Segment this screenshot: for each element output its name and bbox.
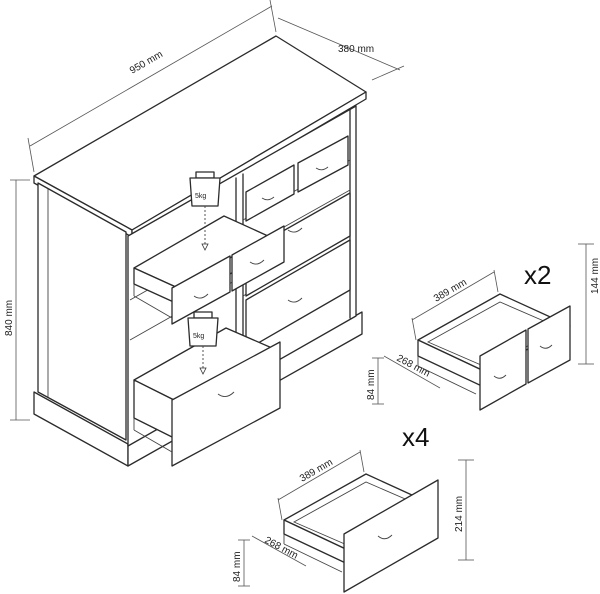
large-drawer-width-label: 389 mm xyxy=(298,457,335,485)
small-drawer-quantity: x2 xyxy=(524,260,551,290)
small-drawer-width-label: 389 mm xyxy=(432,277,469,305)
cabinet-width-label: 950 mm xyxy=(128,49,165,77)
weight-tag-bottom: 5kg xyxy=(187,311,219,375)
large-drawer-illustration: x4 389 mm 214 mm 268 mm 84 mm xyxy=(232,422,474,593)
cabinet-height-dimension: 840 mm xyxy=(4,179,30,421)
weight-label-top: 5kg xyxy=(195,193,206,200)
weight-tag-top: 5kg xyxy=(189,171,221,251)
small-drawer-height-label: 144 mm xyxy=(590,258,600,294)
cabinet-depth-label: 380 mm xyxy=(338,44,374,55)
small-drawer-inner-label: 84 mm xyxy=(366,369,377,400)
large-drawer-height-label: 214 mm xyxy=(454,496,465,532)
large-drawer-quantity: x4 xyxy=(402,422,429,452)
weight-label-bottom: 5kg xyxy=(193,333,204,340)
large-drawer-inner-label: 84 mm xyxy=(232,551,243,582)
cabinet-depth-dimension: 380 mm xyxy=(277,17,405,81)
small-drawer-illustration: x2 389 mm 144 mm 268 mm 84 mm xyxy=(366,243,600,411)
cabinet-illustration: 5kg 5kg 950 mm 380 mm 840 mm xyxy=(4,0,405,467)
cabinet-height-label: 840 mm xyxy=(4,300,15,336)
